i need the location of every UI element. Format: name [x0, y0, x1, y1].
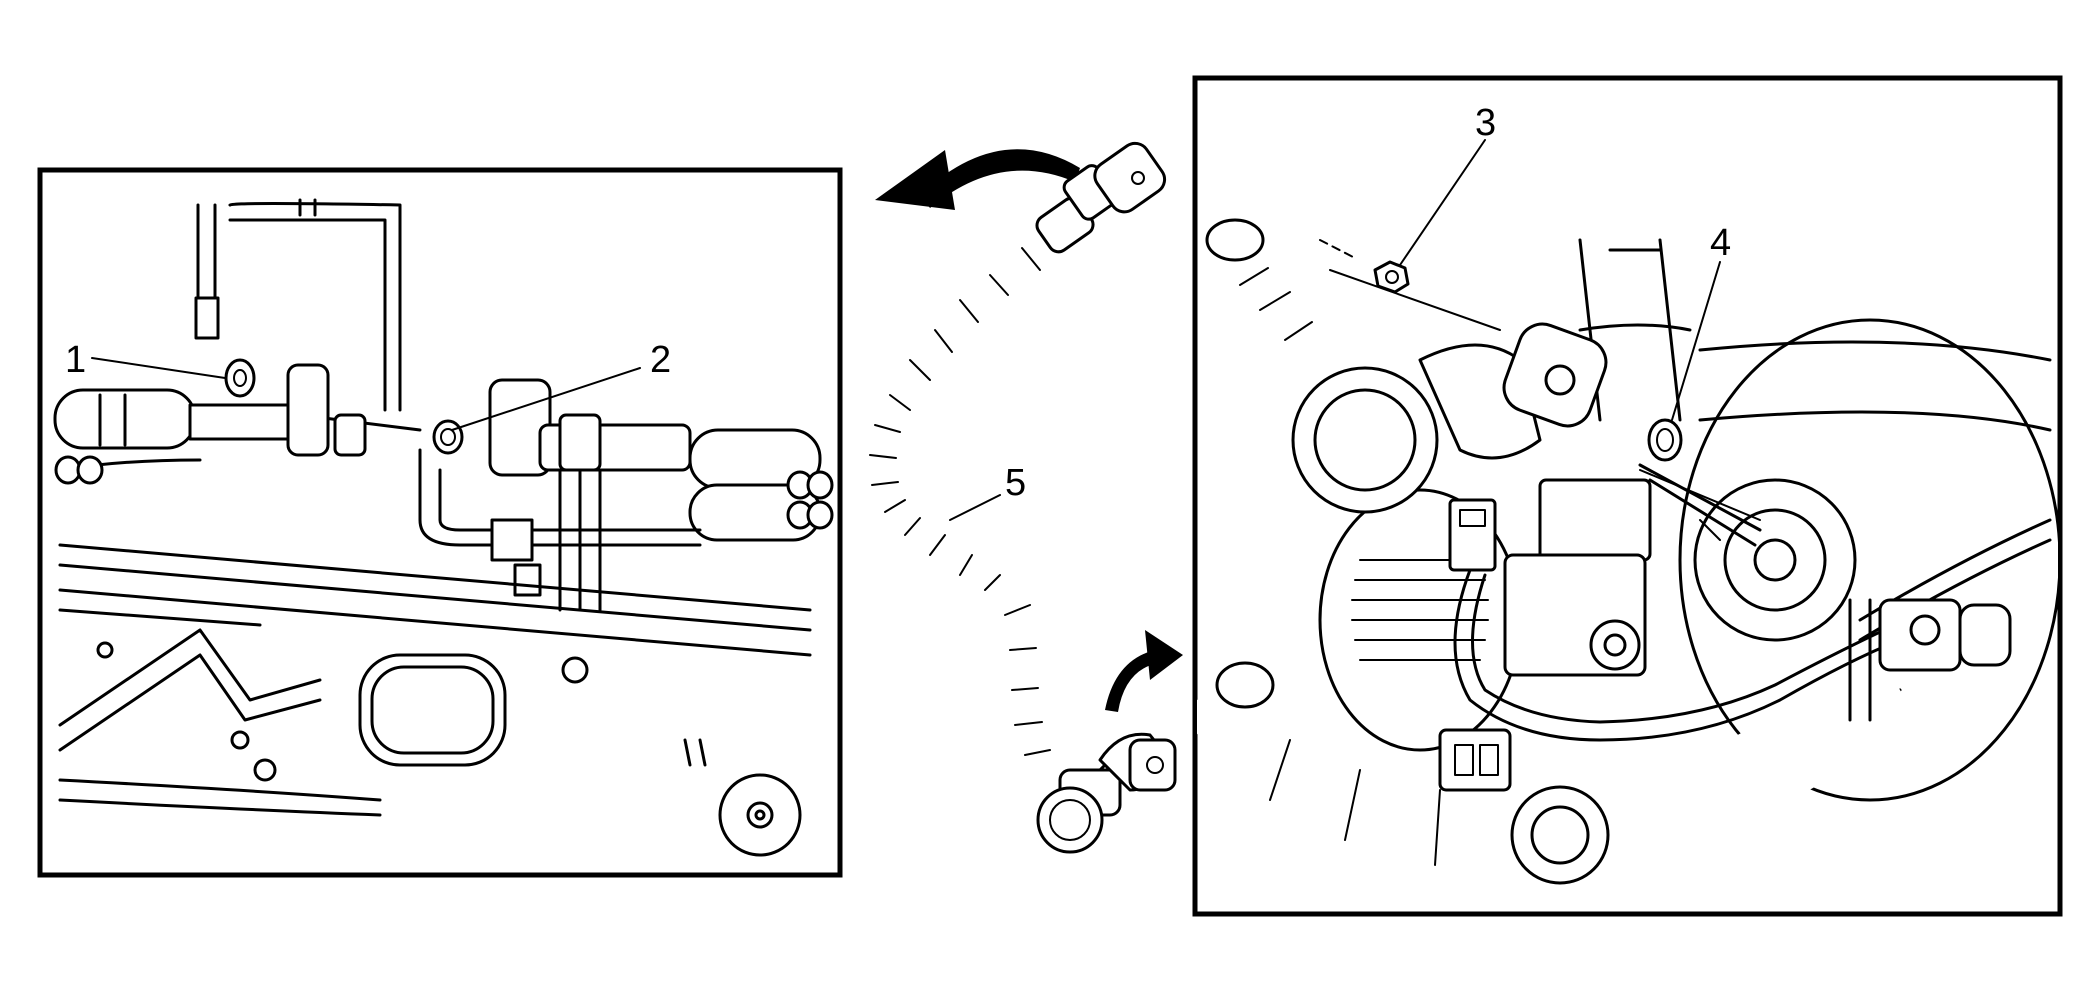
removal-arrow-bottom	[1105, 650, 1158, 712]
leader-2	[451, 367, 641, 431]
part-1-nut	[224, 358, 256, 398]
compressor-body	[1678, 318, 2058, 802]
callout-1: 1	[65, 339, 86, 381]
callout-2: 2	[650, 339, 671, 381]
electrical-connector	[1448, 498, 1497, 572]
leader-1	[91, 357, 226, 379]
leader-5	[949, 494, 1001, 521]
leader-4	[1671, 261, 1721, 421]
callout-3: 3	[1475, 102, 1496, 144]
removal-arrow-top	[920, 149, 1080, 208]
leader-3	[1399, 139, 1486, 266]
left-detail-panel: 1 2	[37, 167, 843, 878]
callout-4: 4	[1710, 222, 1731, 264]
right-detail-panel: 3 4	[1192, 75, 2063, 917]
part-3-nut	[1373, 260, 1410, 294]
part-4-seal	[1647, 418, 1683, 462]
hose-top-flange	[1093, 141, 1167, 214]
center-hose-assembly: 5	[859, 141, 1183, 854]
part-2-seal	[432, 419, 464, 455]
callout-5: 5	[1005, 462, 1026, 504]
hose-bottom-fitting	[1036, 786, 1104, 854]
